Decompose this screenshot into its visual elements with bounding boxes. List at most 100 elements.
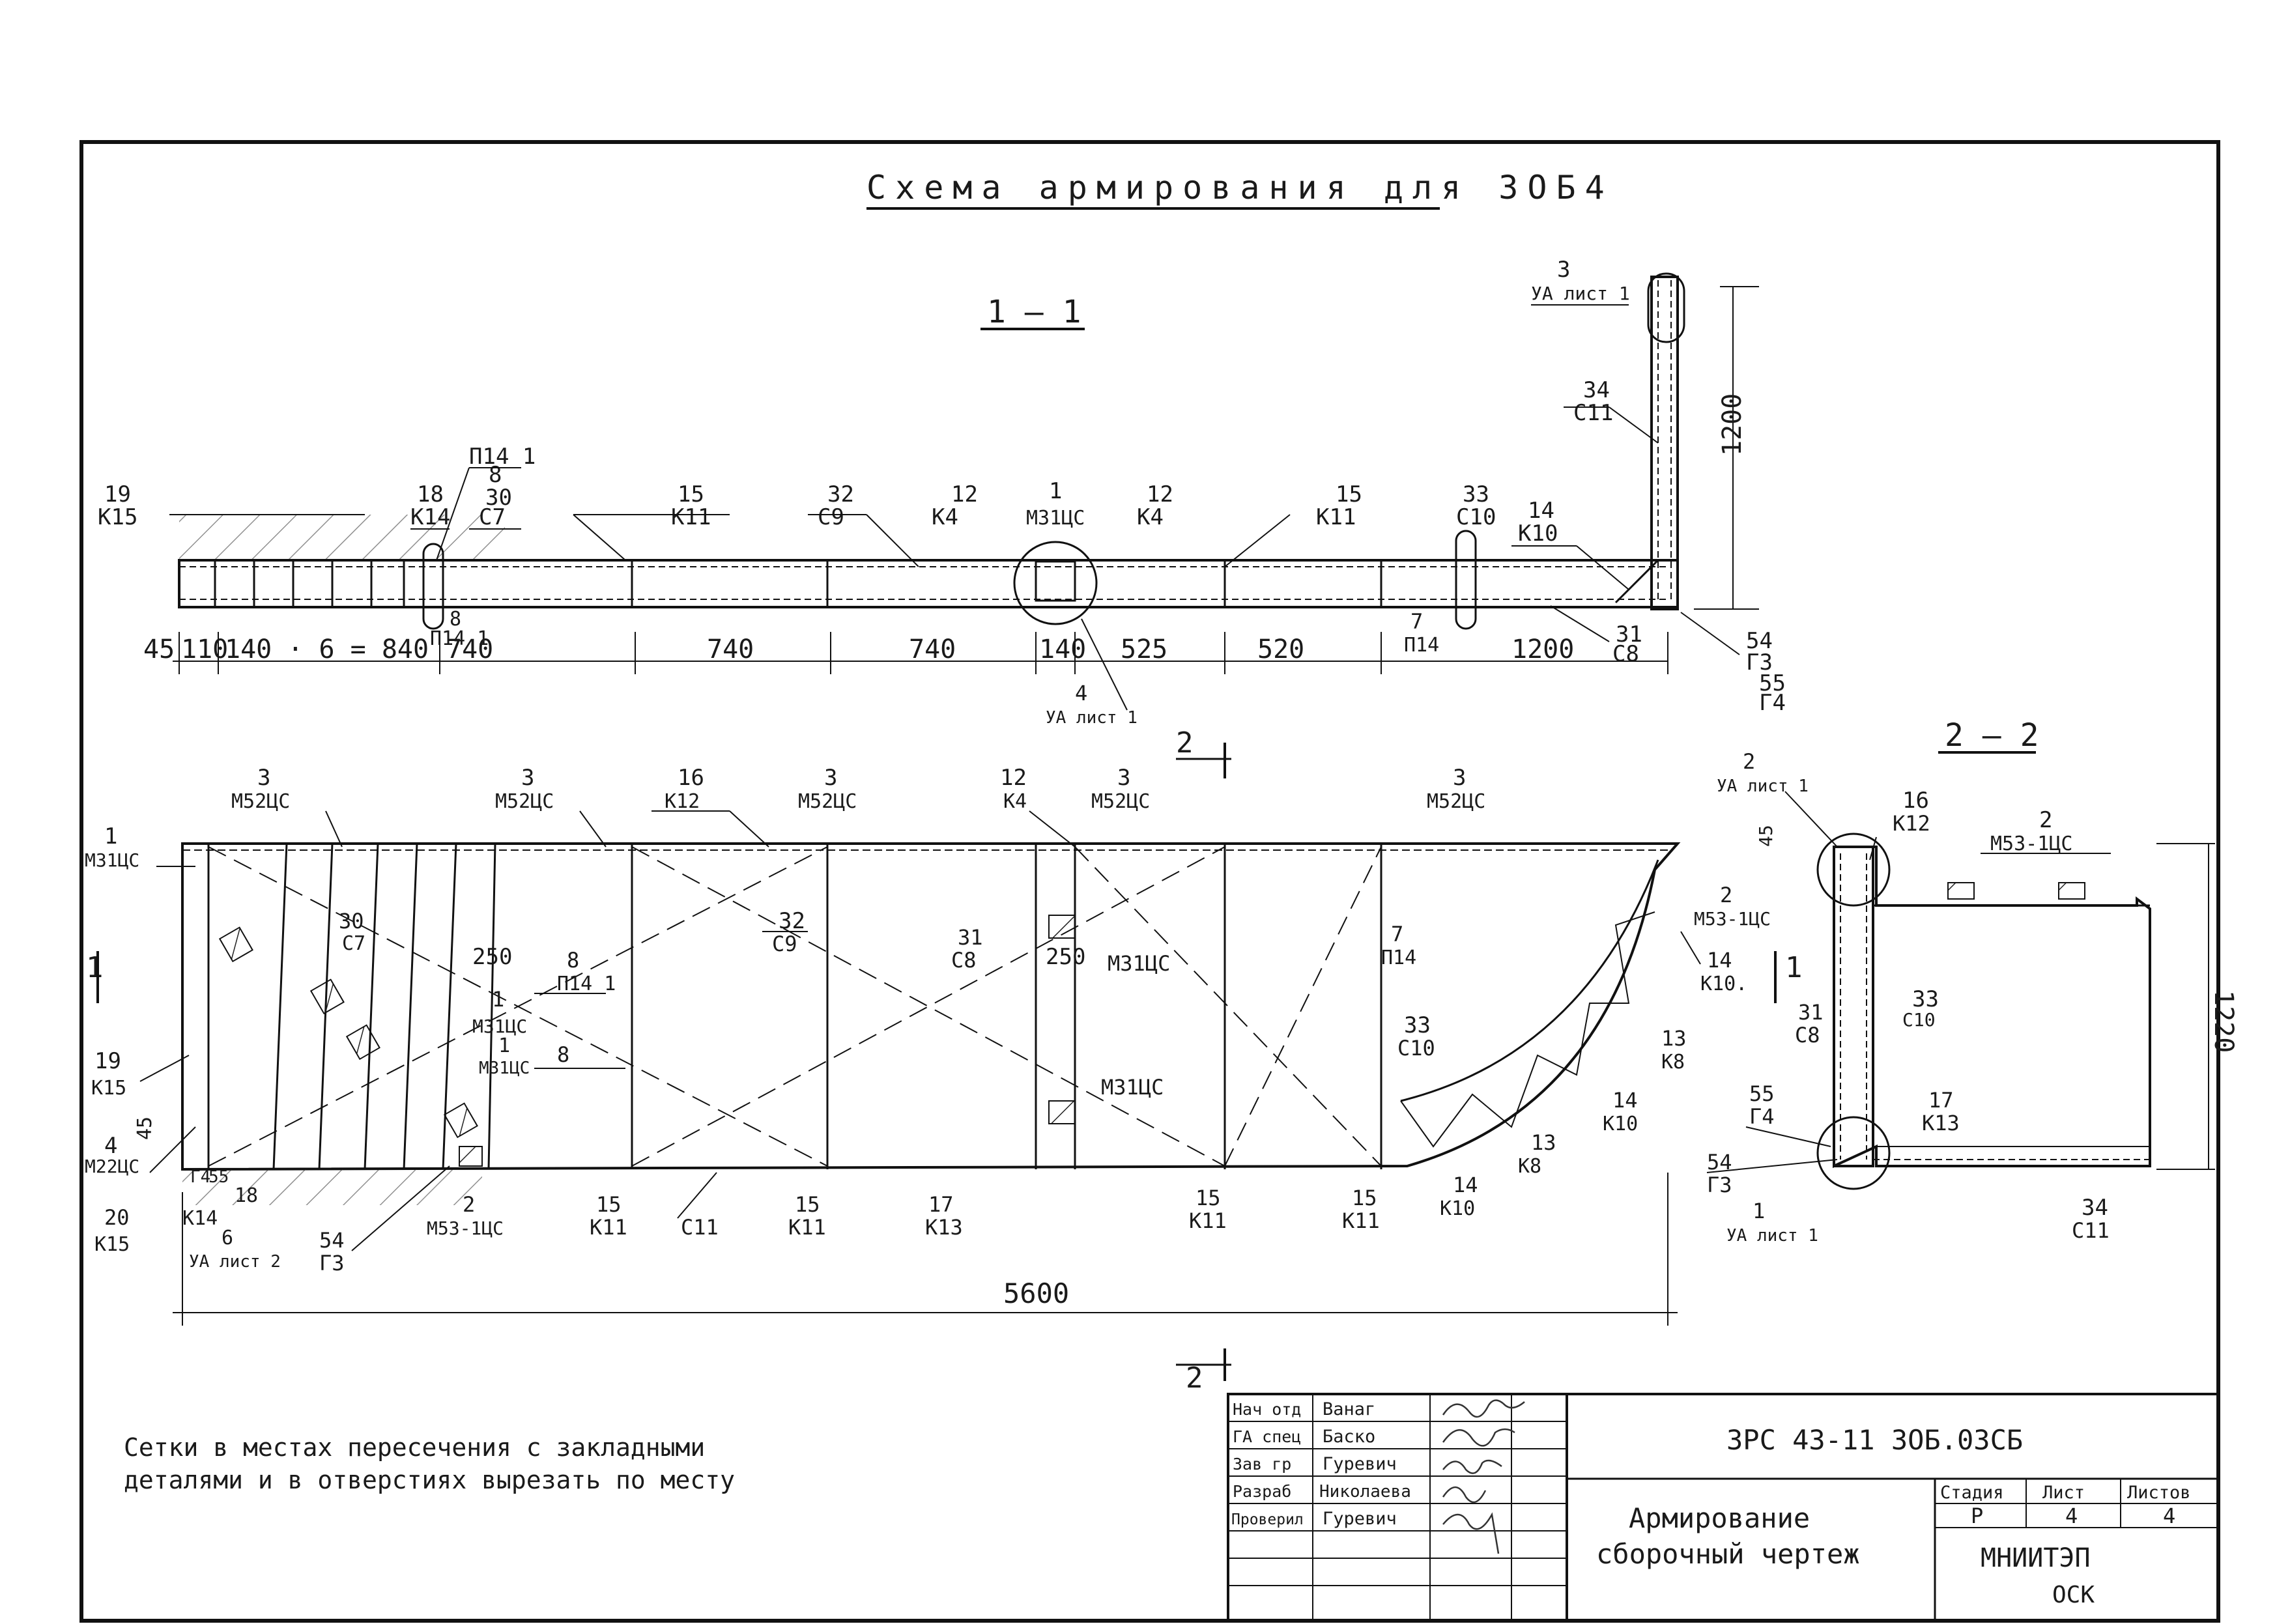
- svg-text:К11: К11: [788, 1215, 826, 1240]
- role-2: ГА спец: [1233, 1427, 1301, 1446]
- svg-text:7: 7: [1410, 609, 1423, 634]
- sheet-label: Лист: [2042, 1483, 2085, 1503]
- dim-525: 525: [1121, 634, 1167, 664]
- svg-text:14: 14: [1528, 498, 1554, 524]
- svg-text:15: 15: [678, 481, 704, 507]
- svg-text:8: 8: [557, 1042, 569, 1067]
- svg-text:31: 31: [1798, 1000, 1824, 1025]
- callout: 4 УА лист 1: [1046, 618, 1138, 728]
- svg-text:К10: К10: [1603, 1113, 1638, 1135]
- drawing-title: Схема армирования для 3ОБ4: [866, 169, 1614, 207]
- svg-text:1: 1: [1753, 1199, 1765, 1223]
- svg-text:14: 14: [1453, 1173, 1478, 1197]
- svg-text:54: 54: [319, 1228, 345, 1253]
- svg-text:К12: К12: [665, 790, 700, 813]
- section-2-height-dim: 1220: [2209, 990, 2239, 1053]
- stage-label: Стадия: [1940, 1483, 2004, 1503]
- name-1: Ванаг: [1323, 1399, 1375, 1419]
- svg-text:С7: С7: [479, 504, 506, 530]
- svg-text:33: 33: [1912, 986, 1939, 1012]
- svg-text:М52ЦС: М52ЦС: [231, 790, 290, 813]
- svg-text:П14: П14: [1381, 947, 1416, 969]
- svg-text:15: 15: [1195, 1186, 1221, 1210]
- plan-outline: [181, 842, 1681, 1171]
- stage-value: Р: [1971, 1503, 1983, 1528]
- svg-text:К11: К11: [1189, 1208, 1227, 1233]
- callout: 18: [235, 1184, 258, 1207]
- svg-text:К15: К15: [94, 1233, 130, 1256]
- dim-45-plan: 45: [134, 1117, 156, 1140]
- callout: 3 УА лист 1: [1531, 257, 1630, 306]
- svg-text:32: 32: [779, 908, 805, 934]
- svg-text:3: 3: [257, 765, 270, 791]
- svg-text:Г4: Г4: [1749, 1104, 1775, 1129]
- callout: 2УА лист 1: [1717, 749, 1838, 848]
- svg-text:М31ЦС: М31ЦС: [85, 849, 139, 871]
- dim-520: 520: [1257, 634, 1304, 664]
- svg-text:12: 12: [951, 481, 978, 507]
- svg-text:55: 55: [1759, 670, 1786, 696]
- section-1-label: 1 — 1: [987, 294, 1081, 330]
- callout: 1 М31ЦС: [1026, 478, 1085, 530]
- dim-1200: 1200: [1511, 634, 1574, 664]
- sheet-frame: [79, 140, 2220, 1623]
- svg-text:УА лист 1: УА лист 1: [1717, 776, 1809, 796]
- svg-text:1: 1: [492, 987, 504, 1012]
- svg-text:М53-1ЦС: М53-1ЦС: [1990, 833, 2072, 855]
- svg-text:20: 20: [104, 1205, 130, 1230]
- svg-text:С11: С11: [1573, 400, 1613, 426]
- svg-text:М52ЦС: М52ЦС: [798, 790, 857, 813]
- svg-text:С9: С9: [818, 504, 844, 530]
- svg-text:3: 3: [824, 765, 837, 791]
- svg-text:К4: К4: [932, 504, 958, 530]
- svg-text:К15: К15: [91, 1077, 126, 1100]
- svg-text:С8: С8: [1612, 641, 1639, 667]
- name-4: Николаева: [1319, 1482, 1411, 1502]
- dim-140: 140: [1039, 634, 1086, 664]
- sheets-value: 4: [2163, 1503, 2175, 1528]
- svg-text:32: 32: [827, 481, 854, 507]
- title-block: Нач отд Ванаг ГА спец Баско Зав гр Гурев…: [1227, 1393, 2220, 1622]
- svg-text:Г4: Г4: [190, 1167, 210, 1187]
- wall-section: [1650, 276, 1679, 610]
- callout: 15 К11: [1224, 481, 1362, 567]
- dim-250-center: 250: [1046, 944, 1085, 970]
- svg-text:14: 14: [1612, 1088, 1638, 1113]
- svg-text:К10.: К10.: [1700, 973, 1747, 995]
- doc-name-1: Армирование: [1629, 1502, 1810, 1534]
- svg-text:К8: К8: [1518, 1155, 1541, 1178]
- svg-text:М53-1ЦС: М53-1ЦС: [427, 1218, 504, 1239]
- svg-text:С8: С8: [951, 948, 977, 973]
- svg-text:2: 2: [1720, 883, 1732, 907]
- svg-text:34: 34: [1583, 377, 1610, 403]
- doc-name-2: сборочный чертеж: [1596, 1538, 1860, 1570]
- svg-text:34: 34: [2082, 1195, 2108, 1221]
- role-5: Проверил: [1231, 1511, 1304, 1528]
- svg-text:18: 18: [235, 1184, 258, 1207]
- svg-text:К14: К14: [410, 504, 450, 530]
- svg-text:С8: С8: [1795, 1023, 1820, 1047]
- svg-text:2: 2: [463, 1192, 475, 1217]
- callout: 6УА лист 2: [189, 1227, 281, 1272]
- svg-text:С11: С11: [2072, 1218, 2110, 1243]
- callout: 8 П14 1: [436, 444, 536, 561]
- svg-text:15: 15: [795, 1192, 820, 1217]
- svg-text:К10: К10: [1518, 520, 1558, 547]
